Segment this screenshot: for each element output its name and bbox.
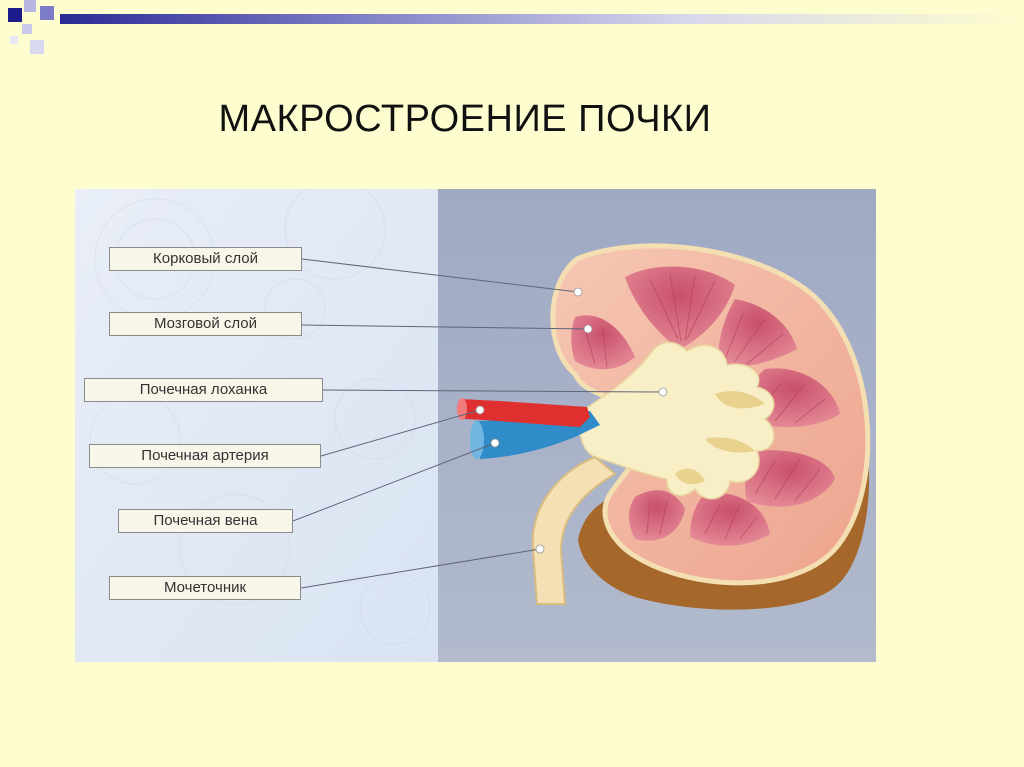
vein-opening [470, 421, 484, 459]
pyramid [718, 299, 797, 368]
calyx-shading [675, 391, 765, 485]
renal-artery-vessel [460, 399, 590, 427]
label-medulla: Мозговой слой [109, 312, 302, 336]
pyramid [745, 450, 835, 507]
pyramid [690, 493, 770, 546]
renal-pelvis [579, 341, 775, 500]
pyramid [625, 266, 735, 349]
label-markers [475, 287, 668, 554]
label-ureter: Мочеточник [109, 576, 301, 600]
kidney-diagram: Корковый слой Мозговой слой Почечная лох… [75, 189, 876, 662]
label-cortex: Корковый слой [109, 247, 302, 271]
label-artery: Почечная артерия [89, 444, 321, 468]
corner-decoration [0, 0, 80, 60]
label-pelvis: Почечная лоханка [84, 378, 323, 402]
label-vein: Почечная вена [118, 509, 293, 533]
ureter-tube [531, 455, 617, 605]
leader-lines [292, 258, 664, 589]
header-gradient-bar [60, 14, 1024, 24]
corner-squares [8, 0, 54, 54]
kidney-illustration [75, 189, 876, 662]
page-title: МАКРОСТРОЕНИЕ ПОЧКИ [218, 98, 712, 140]
pyramid [629, 490, 685, 541]
